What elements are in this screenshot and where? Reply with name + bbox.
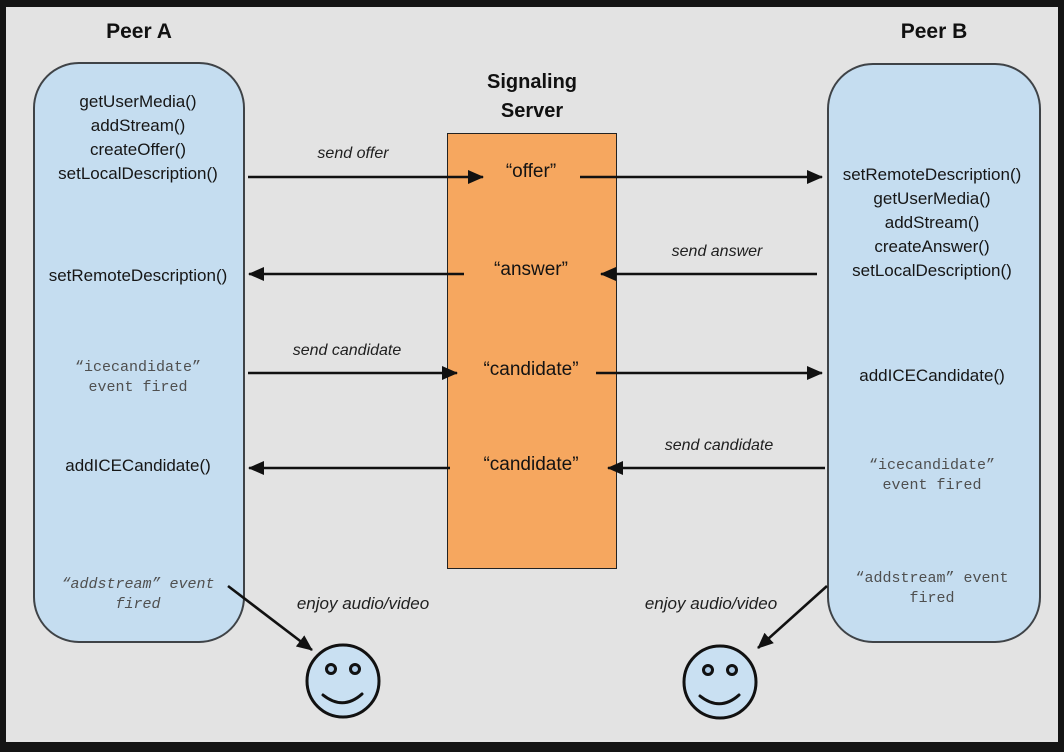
enjoy-audio-video-label-left: enjoy audio/video <box>296 594 430 613</box>
server-message-answer: “answer” <box>494 259 568 280</box>
peer-a-icecandidate-event-line2: event fired <box>88 379 188 396</box>
server-message-candidate-2: “candidate” <box>483 454 579 475</box>
peer-b-call: addStream() <box>884 213 980 232</box>
send-offer-label: send offer <box>317 145 389 162</box>
send-answer-label: send answer <box>671 243 763 260</box>
peer-a-icecandidate-event-line1: “icecandidate” <box>74 359 202 376</box>
peer-b-call: getUserMedia() <box>873 189 991 208</box>
peer-a-addstream-event-line1: “addstream” event <box>61 576 215 593</box>
peer-a-box <box>33 62 245 643</box>
peer-b-icecandidate-event-line1: “icecandidate” <box>868 457 996 474</box>
enjoy-audio-video-label-right: enjoy audio/video <box>644 594 778 613</box>
peer-a-icecandidate-event: “icecandidate” event fired <box>35 358 241 398</box>
signaling-server-box <box>447 133 617 569</box>
peer-a-initial-calls: getUserMedia() addStream() createOffer()… <box>35 90 241 186</box>
peer-a-call: createOffer() <box>89 140 187 159</box>
send-candidate-label-bottom: send candidate <box>664 437 774 454</box>
peer-a-call: getUserMedia() <box>79 92 197 111</box>
signaling-server-title-line2: Server <box>500 100 564 122</box>
peer-b-box <box>827 63 1041 643</box>
peer-b-addstream-event-line1: “addstream” event <box>855 570 1009 587</box>
server-message-offer: “offer” <box>505 161 557 182</box>
server-message-candidate-1: “candidate” <box>483 359 579 380</box>
peer-b-answer-calls: setRemoteDescription() getUserMedia() ad… <box>829 163 1035 283</box>
peer-a-addstream-event: “addstream” event fired <box>35 575 241 615</box>
signaling-server-title: Signaling Server <box>447 68 617 126</box>
peer-b-title: Peer B <box>900 20 968 43</box>
peer-a-add-ice-candidate: addICECandidate() <box>65 456 211 475</box>
peer-a-set-remote-description: setRemoteDescription() <box>48 266 228 285</box>
peer-a-call: setLocalDescription() <box>58 164 218 183</box>
peer-b-call: setRemoteDescription() <box>842 165 1022 184</box>
peer-a-title: Peer A <box>106 20 172 43</box>
peer-b-addstream-event-line2: fired <box>909 590 955 607</box>
peer-b-call: createAnswer() <box>874 237 990 256</box>
peer-b-icecandidate-event: “icecandidate” event fired <box>829 456 1035 496</box>
peer-a-addstream-event-line2: fired <box>115 596 161 613</box>
send-candidate-label-top: send candidate <box>292 342 402 359</box>
signaling-server-title-line1: Signaling <box>487 71 577 93</box>
peer-b-addstream-event: “addstream” event fired <box>829 569 1035 609</box>
peer-b-add-ice-candidate: addICECandidate() <box>859 366 1005 385</box>
peer-b-icecandidate-event-line2: event fired <box>882 477 982 494</box>
peer-a-call: addStream() <box>90 116 186 135</box>
peer-b-call: setLocalDescription() <box>852 261 1012 280</box>
